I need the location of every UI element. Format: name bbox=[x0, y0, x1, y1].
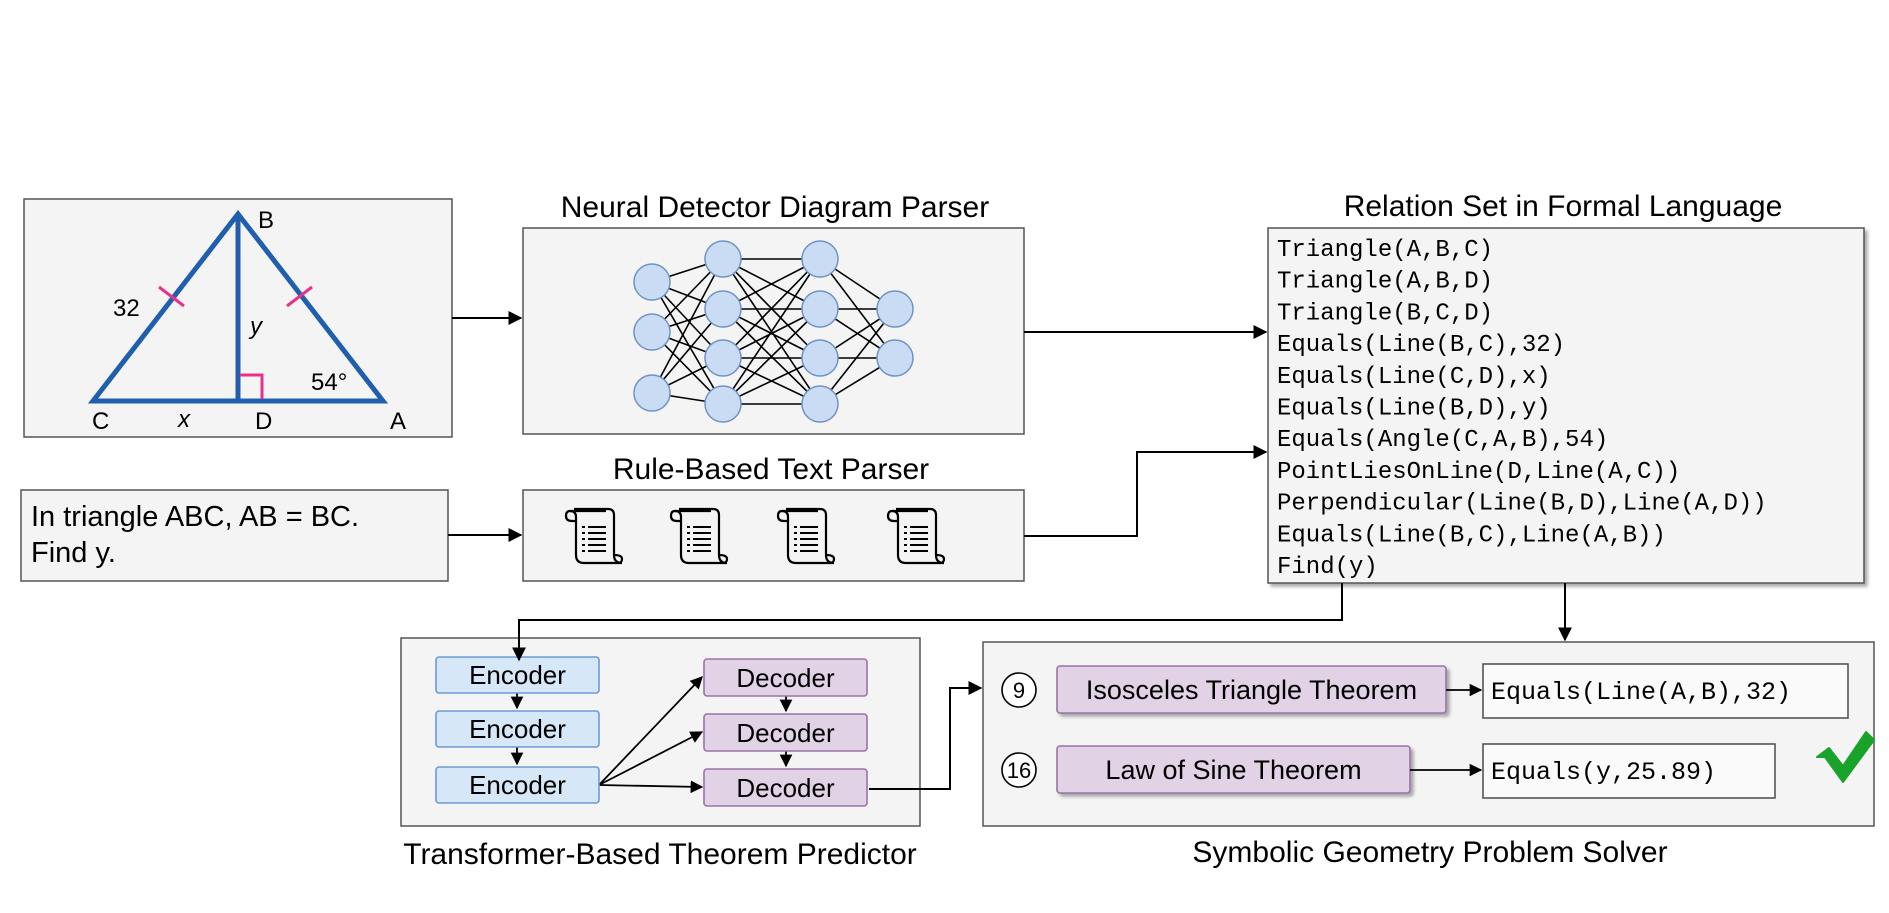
network-edge bbox=[651, 281, 724, 405]
result-box bbox=[1482, 663, 1849, 719]
check-icon bbox=[1816, 731, 1875, 783]
encoder-decoder-arrow bbox=[598, 676, 703, 786]
relation-line: Equals(Line(B,D),y) bbox=[1277, 396, 1551, 423]
vertex-label-a: A bbox=[390, 408, 406, 435]
arrow-predictor-to-solver bbox=[869, 681, 983, 790]
relation-set-panel: Relation Set in Formal Language Triangle… bbox=[1267, 190, 1865, 584]
decoder-label: Decoder bbox=[736, 773, 835, 803]
vertex-label-c: C bbox=[92, 408, 109, 435]
relation-line: Equals(Line(C,D),x) bbox=[1277, 364, 1551, 391]
relation-set-title: Relation Set in Formal Language bbox=[1344, 190, 1783, 223]
result-label: Equals(Line(A,B),32) bbox=[1491, 678, 1791, 707]
theorem-label: Isosceles Triangle Theorem bbox=[1086, 675, 1417, 705]
symbolic-solver-panel: 9 Isosceles Triangle Theorem Equals(Line(A… bbox=[982, 641, 1875, 869]
network-node bbox=[876, 339, 914, 377]
encoder-label: Encoder bbox=[469, 714, 566, 744]
flow-arrows bbox=[448, 311, 1572, 790]
arrow-rule-parser-to-relations bbox=[1024, 445, 1268, 537]
theorem-predictor-title: Transformer-Based Theorem Predictor bbox=[403, 838, 917, 871]
angle-label-a: 54° bbox=[311, 369, 347, 396]
neural-diagram-parser: Neural Detector Diagram Parser bbox=[522, 191, 1025, 435]
neural-parser-title: Neural Detector Diagram Parser bbox=[561, 191, 989, 224]
network-node bbox=[704, 290, 742, 328]
decoder-box bbox=[703, 768, 868, 807]
solver-title: Symbolic Geometry Problem Solver bbox=[1192, 836, 1667, 869]
result-box bbox=[1482, 743, 1776, 799]
theorem-label: Law of Sine Theorem bbox=[1105, 755, 1361, 785]
problem-text-panel: In triangle ABC, AB = BC. Find y. bbox=[20, 489, 449, 582]
network-node bbox=[704, 240, 742, 278]
network-node bbox=[704, 339, 742, 377]
step-number: 9 bbox=[1013, 678, 1025, 703]
network-node bbox=[801, 290, 839, 328]
network-edge bbox=[722, 258, 821, 405]
decoder-box bbox=[703, 658, 868, 697]
neural-network-nodes bbox=[633, 240, 914, 423]
relation-line: Equals(Angle(C,A,B),54) bbox=[1277, 427, 1608, 454]
relation-set-frame bbox=[1267, 227, 1865, 584]
network-node bbox=[801, 240, 839, 278]
problem-text-frame bbox=[20, 489, 449, 582]
step-number-badge bbox=[1001, 752, 1037, 788]
network-edge bbox=[722, 258, 821, 359]
problem-text-line-2: Find y. bbox=[31, 537, 116, 569]
theorem-predictor-panel: EncoderEncoderEncoderDecoderDecoderDecod… bbox=[400, 637, 921, 871]
encoder-decoder-stack: EncoderEncoderEncoderDecoderDecoderDecod… bbox=[435, 656, 868, 807]
geometry-diagram-panel: B C D A 32 x y 54° bbox=[23, 198, 453, 438]
encoder-decoder-arrow bbox=[598, 731, 704, 786]
network-node bbox=[876, 290, 914, 328]
encoder-label: Encoder bbox=[469, 660, 566, 690]
text-parser-frame bbox=[522, 489, 1025, 582]
relation-line: Equals(Line(B,C),32) bbox=[1277, 332, 1565, 359]
relation-line: Triangle(A,B,C) bbox=[1277, 237, 1493, 264]
network-edge bbox=[651, 258, 724, 394]
solver-steps: 9 Isosceles Triangle Theorem Equals(Line(A… bbox=[1001, 663, 1849, 799]
step-number-badge bbox=[1001, 672, 1037, 708]
decoder-label: Decoder bbox=[736, 663, 835, 693]
arrow-relations-to-theorem-predictor bbox=[512, 583, 1343, 662]
encoder-box bbox=[435, 766, 600, 804]
tick-mark-ab bbox=[286, 285, 313, 308]
network-edge bbox=[819, 308, 896, 405]
rule-based-text-parser: Rule-Based Text Parser bbox=[522, 453, 1025, 582]
network-edge bbox=[722, 308, 821, 405]
side-label-y: y bbox=[248, 313, 264, 340]
tick-mark-bc bbox=[158, 285, 185, 308]
step-number: 16 bbox=[1007, 758, 1031, 783]
network-node bbox=[801, 385, 839, 423]
network-node bbox=[704, 385, 742, 423]
neural-parser-frame bbox=[522, 227, 1025, 435]
vertex-label-b: B bbox=[258, 207, 274, 234]
decoder-box bbox=[703, 713, 868, 752]
decoder-label: Decoder bbox=[736, 718, 835, 748]
network-node bbox=[633, 313, 671, 351]
network-node bbox=[801, 339, 839, 377]
right-angle-mark bbox=[240, 373, 264, 399]
relation-line: Perpendicular(Line(B,D),Line(A,D)) bbox=[1277, 491, 1767, 518]
encoder-decoder-arrow bbox=[598, 780, 704, 794]
network-node bbox=[633, 263, 671, 301]
network-node bbox=[633, 374, 671, 412]
encoder-label: Encoder bbox=[469, 770, 566, 800]
encoder-box bbox=[435, 710, 600, 748]
relation-line: Find(y) bbox=[1277, 554, 1378, 581]
relation-line: Triangle(B,C,D) bbox=[1277, 300, 1493, 327]
relation-line: PointLiesOnLine(D,Line(A,C)) bbox=[1277, 459, 1680, 486]
problem-text-line-1: In triangle ABC, AB = BC. bbox=[31, 501, 359, 533]
relation-list: Triangle(A,B,C) Triangle(A,B,D) Triangle(B… bbox=[1277, 237, 1767, 581]
relation-line: Triangle(A,B,D) bbox=[1277, 269, 1493, 296]
side-label-x: x bbox=[177, 406, 191, 433]
relation-line: Equals(Line(B,C),Line(A,B)) bbox=[1277, 522, 1666, 549]
text-parser-title: Rule-Based Text Parser bbox=[613, 453, 929, 486]
side-label-bc: 32 bbox=[113, 295, 140, 322]
result-label: Equals(y,25.89) bbox=[1491, 758, 1716, 787]
vertex-label-d: D bbox=[255, 408, 272, 435]
